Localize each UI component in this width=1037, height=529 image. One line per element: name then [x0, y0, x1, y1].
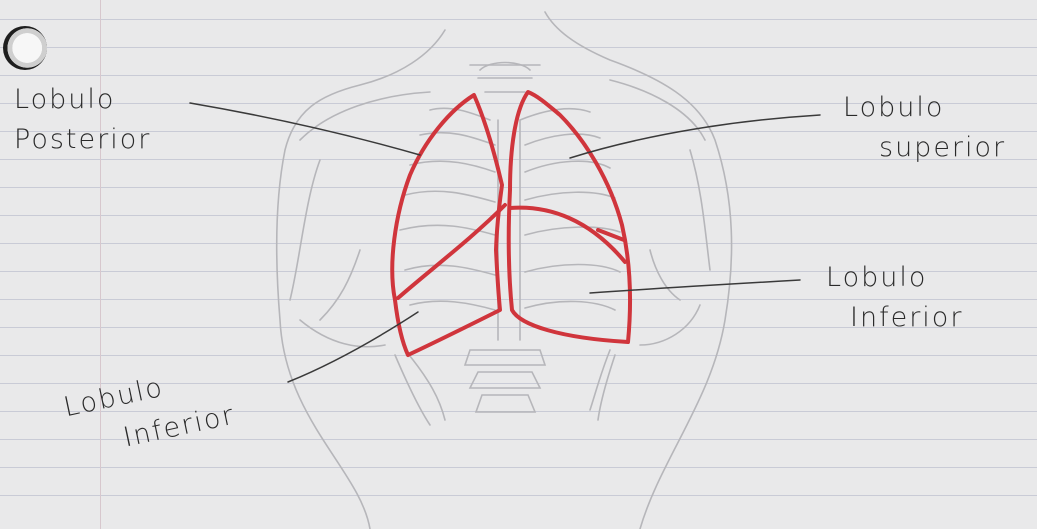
label-line-1: Lobulo — [843, 88, 1006, 128]
leader-lines — [190, 103, 820, 382]
label-lobulo-posterior: Lobulo Posterior — [14, 80, 151, 160]
label-lobulo-superior: Lobulo superior — [843, 88, 1006, 168]
lung-outlines — [392, 92, 630, 355]
right-lung-fissure — [398, 205, 505, 298]
leader-line-inferior-right — [590, 280, 800, 293]
label-lobulo-inferior-right: Lobulo Inferior — [826, 258, 963, 338]
label-line-2: Inferior — [826, 298, 963, 338]
leader-line-superior — [570, 115, 820, 158]
label-line-1: Lobulo — [826, 258, 963, 298]
torso-sketch — [277, 12, 732, 529]
label-line-2: superior — [843, 128, 1006, 168]
label-line-1: Lobulo — [14, 80, 151, 120]
label-line-2: Posterior — [14, 120, 151, 160]
